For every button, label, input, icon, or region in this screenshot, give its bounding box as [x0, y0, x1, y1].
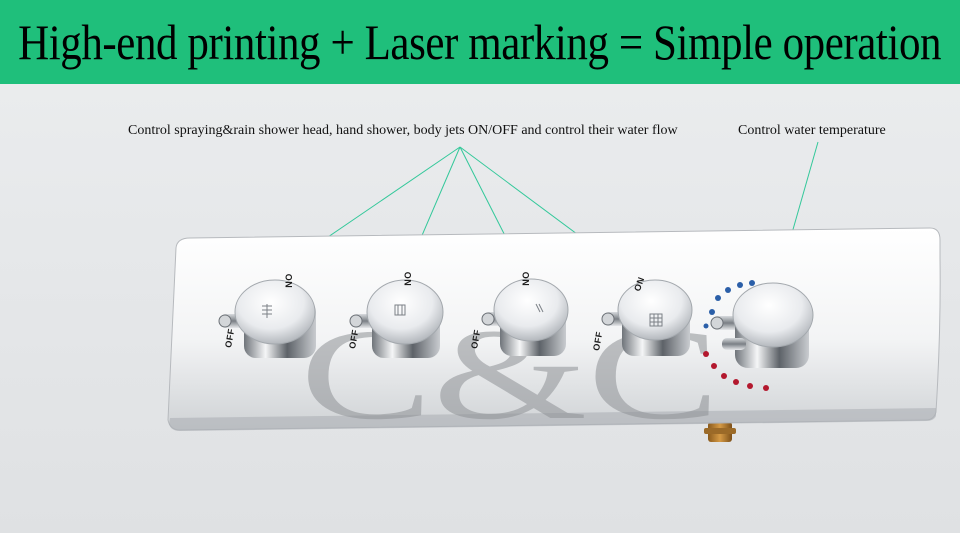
- body-jet-icon: [535, 303, 544, 313]
- hand-shower-icon: [394, 304, 406, 316]
- valve-1-on-label: ON: [283, 273, 294, 289]
- valve-knob-4: [601, 279, 693, 356]
- valve-knob-2: [349, 279, 444, 358]
- title-banner: High-end printing + Laser marking = Simp…: [0, 0, 960, 84]
- thermostat-knob: [710, 282, 814, 368]
- square-shower-head-icon: [649, 313, 663, 327]
- banner-title: High-end printing + Laser marking = Simp…: [18, 14, 942, 70]
- valves-callout-label: Control spraying&rain shower head, hand …: [128, 123, 678, 138]
- hot-scale-dots: [703, 351, 769, 391]
- rain-shower-head-icon: [262, 304, 272, 318]
- valve-3-on-label: ON: [520, 271, 531, 287]
- valve-knob-1: [218, 279, 316, 358]
- cold-scale-dots: [703, 280, 755, 329]
- temperature-callout-label: Control water temperature: [738, 123, 886, 138]
- valve-2-on-label: ON: [402, 271, 413, 287]
- valve-knob-3: [481, 278, 569, 356]
